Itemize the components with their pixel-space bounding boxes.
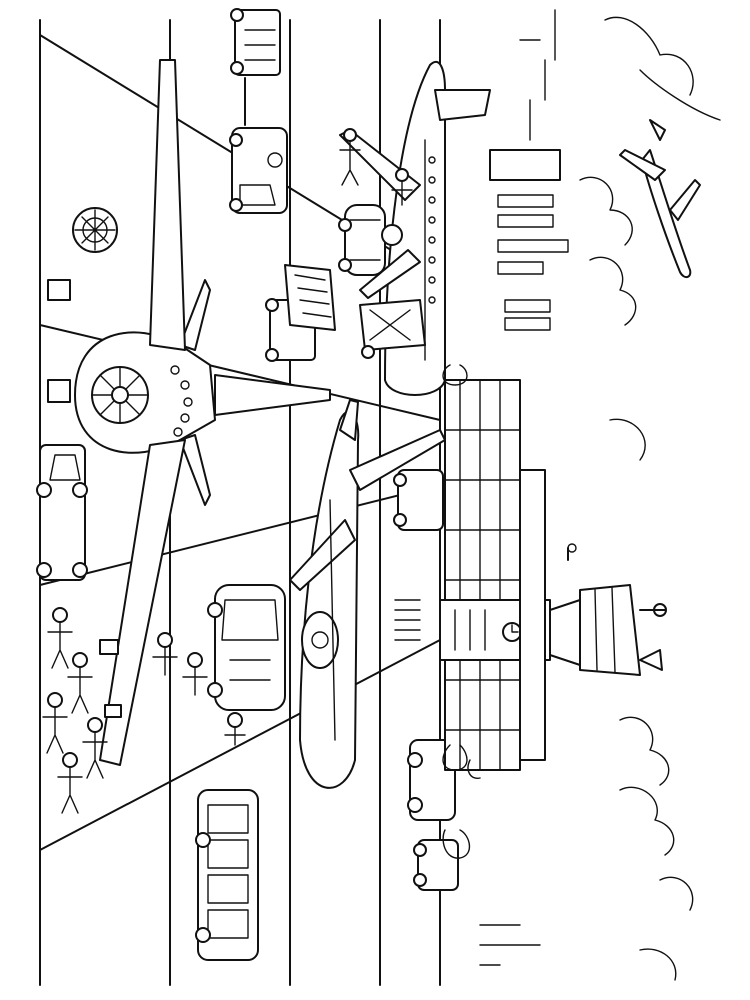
terminal-vehicles [393, 469, 459, 891]
clouds [579, 16, 721, 981]
stair-truck [265, 264, 336, 362]
propeller-plane [47, 59, 331, 766]
jet-airliner-taxiing [289, 399, 446, 789]
airport-bus [195, 789, 259, 961]
passenger-van [152, 584, 286, 746]
trees-row [442, 364, 481, 859]
plane-in-flight [619, 119, 701, 278]
passengers-group [42, 607, 122, 814]
control-tower [549, 543, 667, 676]
fuel-tanker [338, 204, 386, 276]
tow-truck [229, 8, 288, 214]
ground-crew [339, 128, 413, 206]
baggage-cart [36, 444, 88, 581]
terminal-building [439, 379, 551, 771]
city-skyline [479, 9, 569, 966]
catering-truck [359, 299, 426, 359]
